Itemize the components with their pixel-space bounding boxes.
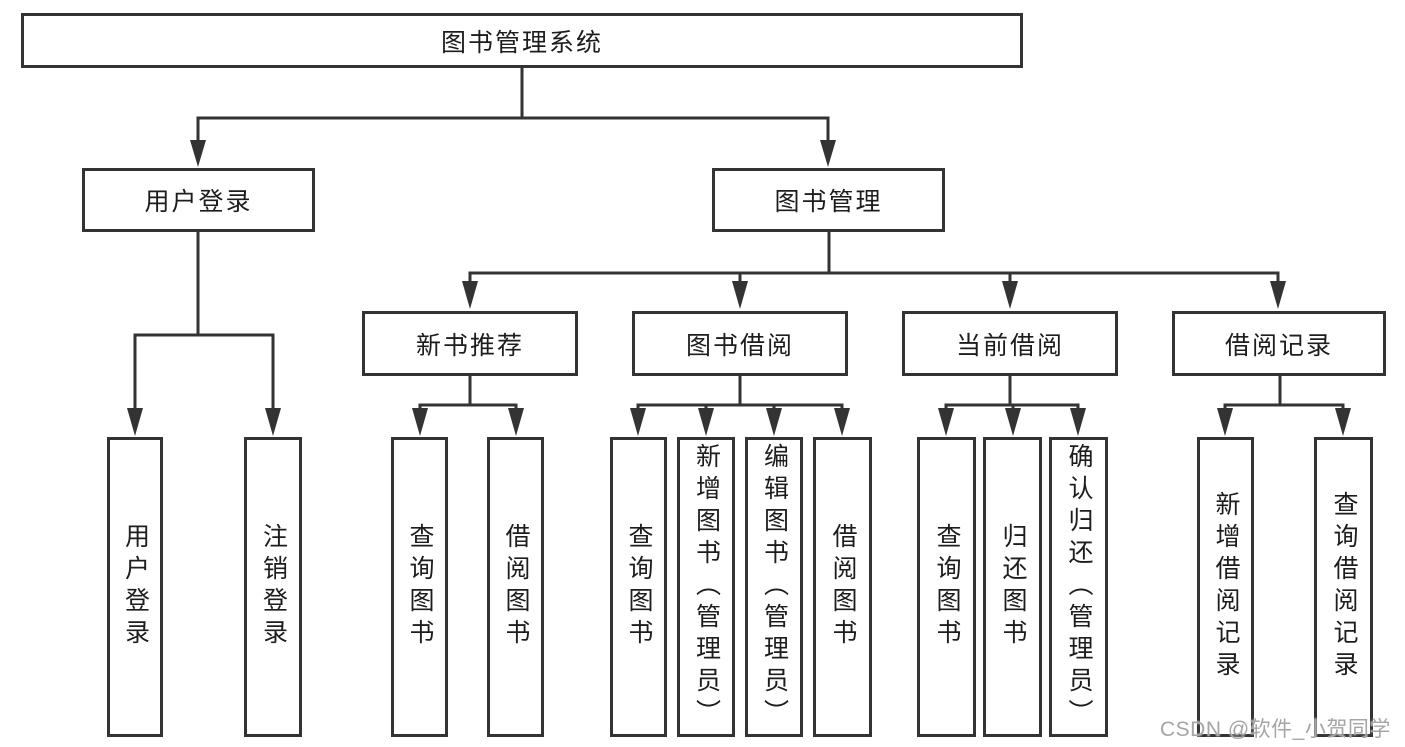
- leaf-query-books-borrowing: 查询图书: [610, 437, 667, 737]
- leaf-query-books-current: 查询图书: [917, 437, 976, 737]
- node-current-borrowing: 当前借阅: [902, 311, 1118, 376]
- leaf-query-books-recommend: 查询图书: [391, 437, 448, 737]
- node-user-login-label: 用户登录: [144, 188, 253, 216]
- leaf-add-books-admin: 新增图书（管理员）: [677, 437, 735, 737]
- leaf-add-books-admin-label: 新增图书（管理员）: [692, 443, 721, 731]
- node-library-system-label: 图书管理系统: [440, 28, 603, 57]
- node-new-book-recommend-label: 新书推荐: [415, 331, 524, 360]
- leaf-query-books-recommend-label: 查询图书: [406, 523, 434, 651]
- leaf-add-borrow-record-label: 新增借阅记录: [1212, 491, 1240, 683]
- leaf-borrow-books-borrowing: 借阅图书: [813, 437, 872, 737]
- node-borrowing-records-label: 借阅记录: [1224, 331, 1333, 360]
- leaf-logout: 注销登录: [244, 437, 302, 737]
- leaf-user-login-label: 用户登录: [121, 523, 150, 651]
- node-new-book-recommend: 新书推荐: [362, 311, 578, 376]
- leaf-confirm-return-admin: 确认归还（管理员）: [1049, 437, 1108, 737]
- node-library-system: 图书管理系统: [21, 13, 1023, 68]
- node-borrowing-records: 借阅记录: [1172, 311, 1386, 376]
- leaf-borrow-books-recommend: 借阅图书: [487, 437, 544, 737]
- leaf-borrow-books-borrowing-label: 借阅图书: [829, 523, 857, 651]
- node-book-management: 图书管理: [712, 168, 945, 232]
- leaf-user-login: 用户登录: [107, 437, 163, 737]
- leaf-borrow-books-recommend-label: 借阅图书: [502, 523, 530, 651]
- leaf-query-books-borrowing-label: 查询图书: [625, 523, 653, 651]
- node-book-borrowing: 图书借阅: [632, 311, 848, 376]
- csdn-watermark: CSDN @软件_小贺同学: [1160, 718, 1391, 741]
- node-current-borrowing-label: 当前借阅: [955, 331, 1064, 360]
- leaf-edit-books-admin: 编辑图书（管理员）: [745, 437, 803, 737]
- leaf-return-books: 归还图书: [983, 437, 1042, 737]
- leaf-edit-books-admin-label: 编辑图书（管理员）: [760, 443, 789, 731]
- leaf-return-books-label: 归还图书: [999, 523, 1027, 651]
- leaf-logout-label: 注销登录: [259, 523, 288, 651]
- leaf-add-borrow-record: 新增借阅记录: [1197, 437, 1254, 737]
- node-user-login: 用户登录: [82, 168, 315, 232]
- leaf-query-borrow-record: 查询借阅记录: [1314, 437, 1373, 737]
- leaf-query-borrow-record-label: 查询借阅记录: [1330, 491, 1358, 683]
- node-book-borrowing-label: 图书借阅: [685, 331, 794, 360]
- leaf-confirm-return-admin-label: 确认归还（管理员）: [1065, 443, 1093, 731]
- leaf-query-books-current-label: 查询图书: [933, 523, 961, 651]
- node-book-management-label: 图书管理: [774, 188, 883, 216]
